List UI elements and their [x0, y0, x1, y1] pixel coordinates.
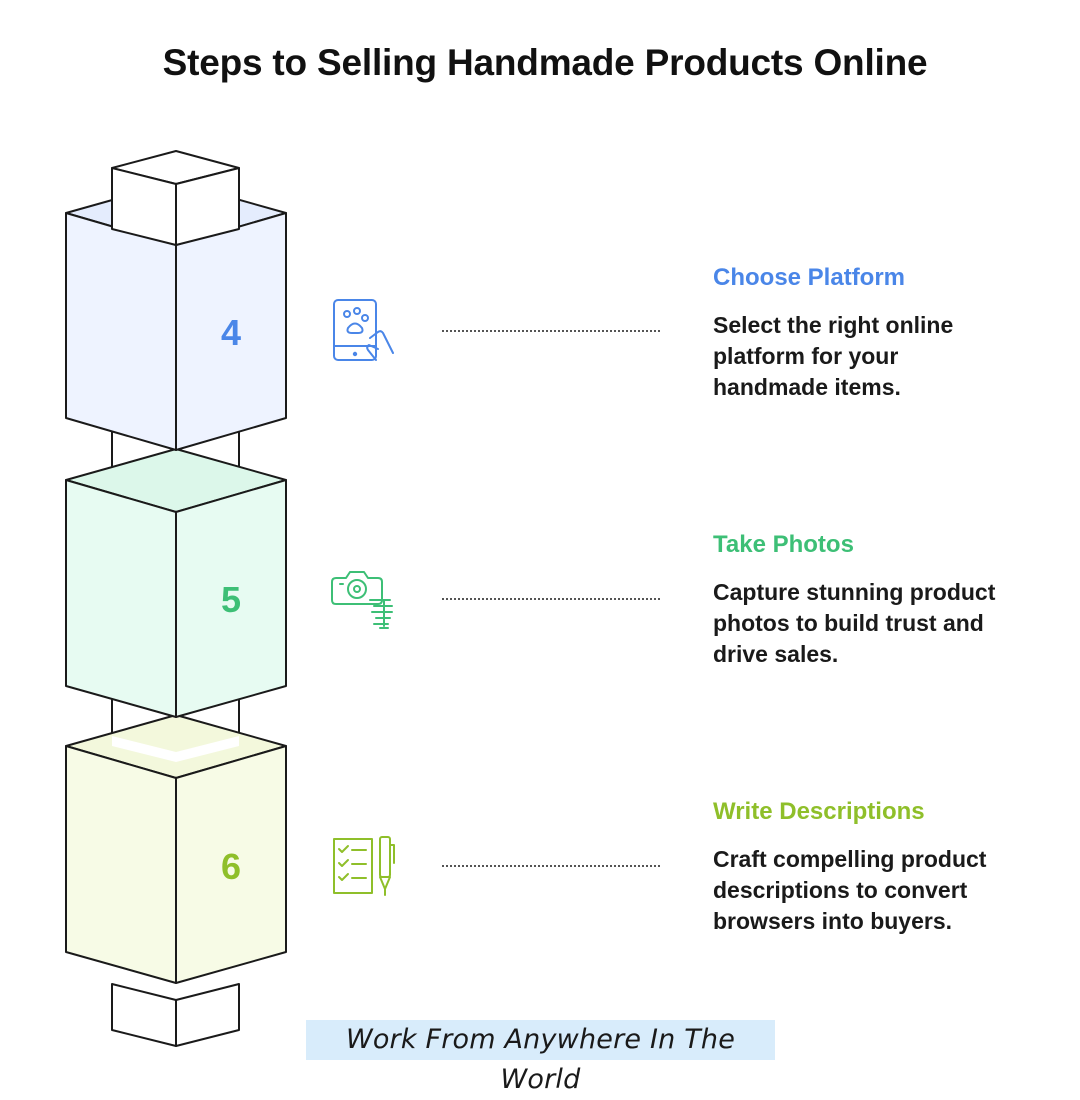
step-title-write-descriptions: Write Descriptions	[713, 798, 925, 825]
block-5	[65, 448, 287, 718]
step-number-6: 6	[221, 846, 241, 887]
description-line: descriptions to convert	[713, 877, 968, 903]
step-title-choose-platform: Choose Platform	[713, 264, 906, 291]
step-number-4: 4	[221, 312, 241, 353]
step-number-5: 5	[221, 579, 241, 620]
page-title: Steps to Selling Handmade Products Onlin…	[162, 42, 928, 83]
camera-icon	[331, 571, 393, 629]
description-line: Capture stunning product	[713, 579, 996, 605]
footer-caption: Work From Anywhere In The World	[306, 1020, 775, 1095]
step-description-5: Capture stunning product photos to build…	[713, 577, 1053, 670]
connector-bottom	[111, 983, 240, 1047]
connector-top	[111, 150, 240, 246]
block-4	[65, 181, 287, 451]
tablet-hand-icon	[333, 299, 394, 361]
checklist-pen-icon	[333, 836, 395, 896]
description-line: Select the right online	[713, 312, 954, 338]
description-line: browsers into buyers.	[713, 908, 953, 934]
step-description-4: Select the right online platform for you…	[713, 310, 1053, 403]
step-title-take-photos: Take Photos	[713, 531, 854, 558]
description-line: photos to build trust and	[713, 610, 984, 636]
description-line: platform for your	[713, 343, 899, 369]
connector-dots-4	[442, 330, 660, 332]
description-line: handmade items.	[713, 374, 901, 400]
description-line: Craft compelling product	[713, 846, 987, 872]
step-description-6: Craft compelling product descriptions to…	[713, 844, 1053, 937]
connector-dots-6	[442, 865, 660, 867]
description-line: drive sales.	[713, 641, 839, 667]
connector-dots-5	[442, 598, 660, 600]
block-6	[65, 714, 287, 984]
